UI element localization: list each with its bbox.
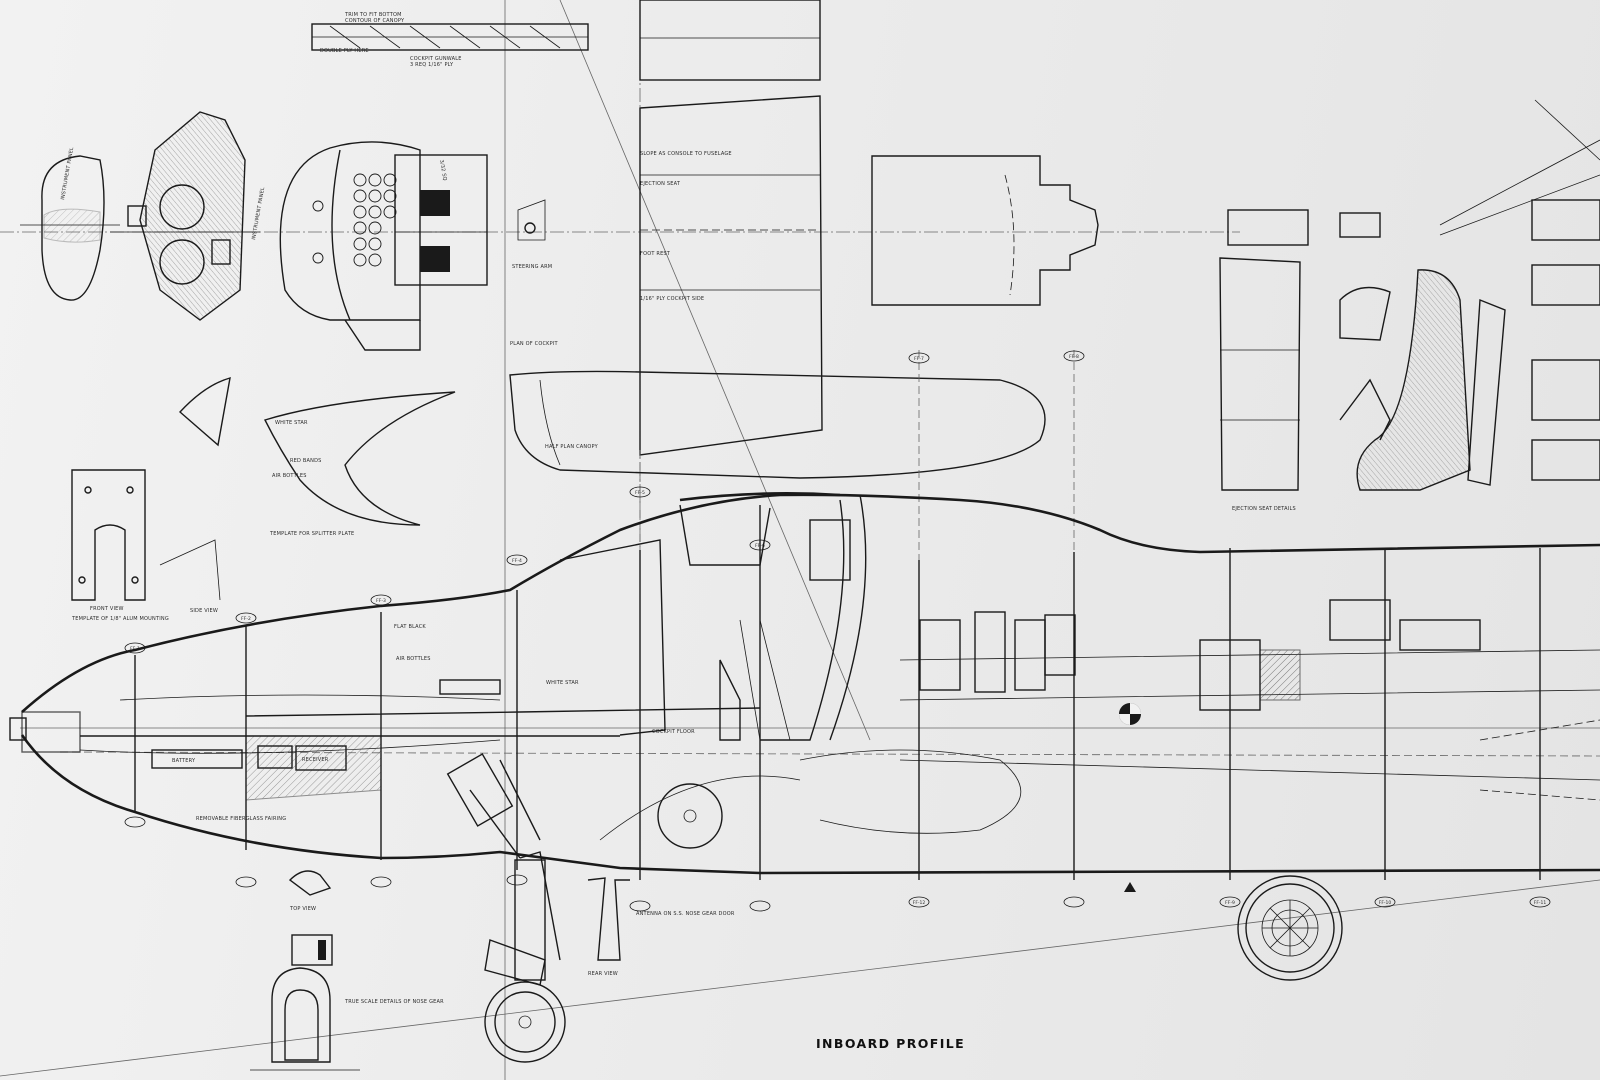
splitter-plate-template: TEMPLATE FOR SPLITTER PLATE WHITE STAR R… bbox=[178, 377, 456, 537]
callout-white-letters: WHITE STAR bbox=[275, 420, 308, 426]
callout-front-view: FRONT VIEW bbox=[90, 606, 124, 612]
nose-gear-detail: TOP VIEW TRUE SCALE DETAILS OF NOSE GEAR bbox=[250, 870, 444, 1071]
cockpit-gunwale-detail: TRIM TO FIT BOTTOM CONTOUR OF CANOPY COC… bbox=[311, 12, 589, 68]
callout-cockpit-gunwale: COCKPIT GUNWALE bbox=[410, 56, 462, 62]
station-label: FF-5 bbox=[635, 490, 645, 496]
aluminum-mounting-template: TEMPLATE OF 1/8" ALUM MOUNTING SIDE VIEW… bbox=[71, 469, 221, 622]
station-label: FF-9 bbox=[1225, 900, 1235, 906]
fuselage-outline: BATTERY RECEIVER AIR BOTTLES WHITE STAR … bbox=[9, 493, 1600, 875]
callout-cockpit-floor: COCKPIT FLOOR bbox=[652, 729, 695, 735]
svg-text:3 REQ 1/16" PLY: 3 REQ 1/16" PLY bbox=[410, 62, 454, 68]
station-label: FF-10 bbox=[1379, 900, 1392, 906]
callout-nose-gear-true-scale: TRUE SCALE DETAILS OF NOSE GEAR bbox=[344, 999, 444, 1005]
nose-gear: REAR VIEW ANTENNA ON S.S. NOSE GEAR DOOR bbox=[446, 753, 801, 1063]
seat-profile-panel bbox=[871, 155, 1099, 306]
aft-fuselage-systems bbox=[799, 599, 1600, 892]
canopy-cockpit bbox=[559, 492, 867, 741]
svg-text:TRIM TO FIT BOTTOM: TRIM TO FIT BOTTOM bbox=[344, 12, 402, 18]
callout-plan-of-cockpit: PLAN OF COCKPIT bbox=[510, 341, 559, 347]
callout-removable-fairing: REMOVABLE FIBERGLASS FAIRING bbox=[196, 816, 286, 822]
svg-text:1/16" PLY COCKPIT SIDE: 1/16" PLY COCKPIT SIDE bbox=[640, 296, 704, 302]
station-label: FF-11 bbox=[1534, 900, 1547, 906]
station-label: FF-12 bbox=[913, 900, 926, 906]
plan-of-cockpit: SLOPE AS CONSOLE TO FUSELAGE EJECTION SE… bbox=[510, 0, 823, 456]
svg-text:CONTOUR OF CANOPY: CONTOUR OF CANOPY bbox=[345, 18, 405, 24]
svg-text:FOOT REST: FOOT REST bbox=[640, 251, 671, 257]
callout-red-bands: AIR BOTTLES bbox=[272, 473, 307, 479]
station-label: FF-7 bbox=[914, 356, 924, 362]
svg-text:SLOPE AS CONSOLE TO FUSELAGE: SLOPE AS CONSOLE TO FUSELAGE bbox=[640, 151, 732, 157]
callout-aluminum-mounting: TEMPLATE OF 1/8" ALUM MOUNTING bbox=[71, 616, 169, 622]
callout-ejection-seat-details: EJECTION SEAT DETAILS bbox=[1232, 506, 1296, 512]
svg-text:HALF PLAN CANOPY: HALF PLAN CANOPY bbox=[545, 444, 599, 450]
station-label: FF-3 bbox=[376, 598, 386, 604]
callout-white-star: WHITE STAR bbox=[546, 680, 579, 686]
callout-antenna: ANTENNA ON S.S. NOSE GEAR DOOR bbox=[636, 911, 735, 917]
callout-side-view: SIDE VIEW bbox=[190, 608, 218, 614]
callout-battery: BATTERY bbox=[172, 758, 196, 764]
ejection-seat-details: EJECTION SEAT DETAILS bbox=[1219, 99, 1600, 512]
station-label: FF-6 bbox=[755, 543, 765, 549]
callout-rear-view: REAR VIEW bbox=[588, 971, 618, 977]
callout-flat-black: FLAT BLACK bbox=[394, 624, 426, 630]
callout-ejection-seat: EJECTION SEAT bbox=[640, 181, 681, 187]
canopy-half-plan: HALF PLAN CANOPY bbox=[509, 370, 1046, 479]
callout-black-letters: RED BANDS bbox=[290, 458, 322, 464]
svg-text:INSTRUMENT PANEL: INSTRUMENT PANEL bbox=[60, 147, 75, 201]
station-label: FF-4 bbox=[512, 558, 522, 564]
callout-air-bottles: AIR BOTTLES bbox=[396, 656, 431, 662]
drawing-title: INBOARD PROFILE bbox=[816, 1036, 966, 1051]
instrument-panel-templates: INSTRUMENT PANEL INSTRUMENT PANEL bbox=[20, 111, 266, 321]
svg-text:3/32 SQ: 3/32 SQ bbox=[438, 159, 448, 181]
station-lines bbox=[134, 350, 1541, 880]
callout-steering-arm: STEERING ARM bbox=[512, 264, 552, 270]
cockpit-front-view: 3/32 SQ bbox=[279, 141, 488, 351]
callout-splitter-plate: TEMPLATE FOR SPLITTER PLATE bbox=[269, 531, 354, 537]
station-label: FF-2 bbox=[241, 616, 251, 622]
main-wheel bbox=[1237, 875, 1343, 981]
svg-text:DOUBLE PLY HERE: DOUBLE PLY HERE bbox=[320, 48, 369, 54]
callout-top-view: TOP VIEW bbox=[289, 906, 316, 912]
station-label: FF-8 bbox=[1069, 354, 1079, 360]
